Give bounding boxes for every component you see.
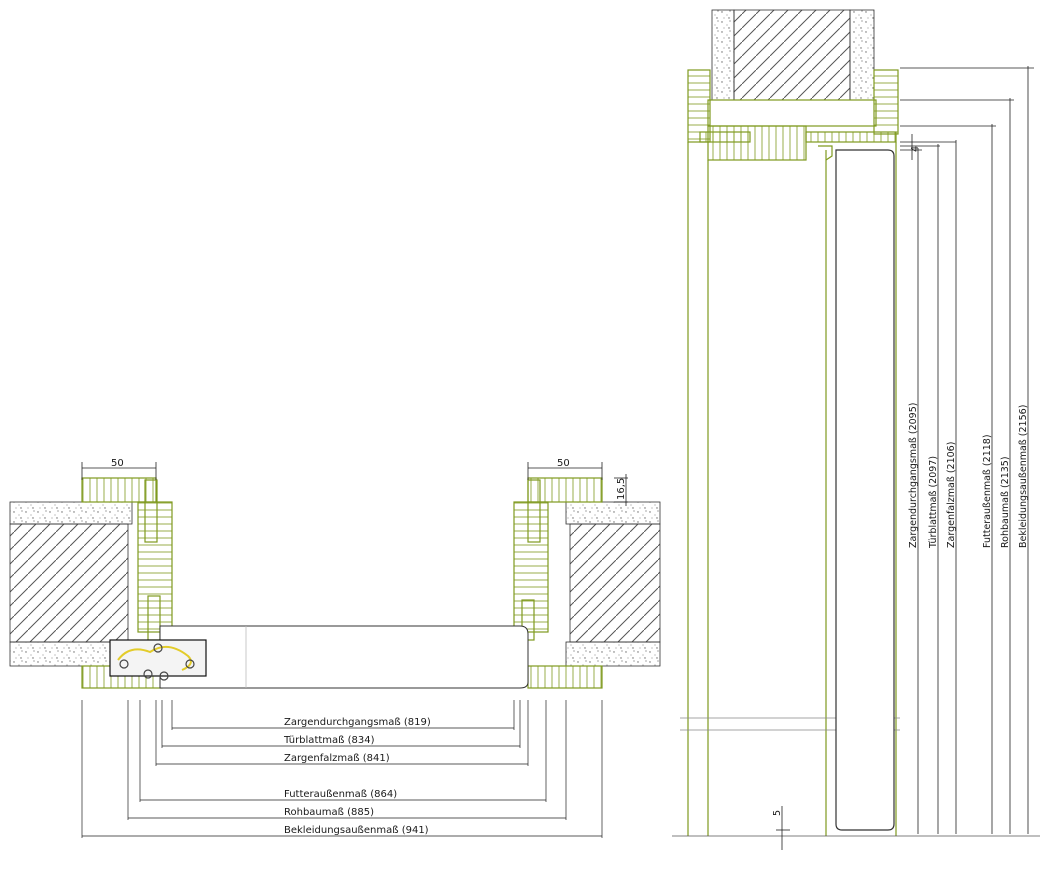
top-dim-left-label: 50 [111,458,124,469]
elev-dim-4: Futteraußenmaß (2118) [982,434,993,548]
plan-dim-6: Bekleidungsaußenmaß (941) [284,825,429,836]
left-wall [9,501,133,667]
dimension-lines [82,727,602,837]
head-frame [687,69,899,161]
right-frame [513,477,603,689]
elev-top-small-dim: 4 [910,146,921,152]
right-wall [565,501,661,667]
top-dimension-right [527,462,603,480]
hinge-detail [109,639,207,681]
elevation-view: Zargendurchgangsmaß (2095) Türblattmaß (… [672,9,1040,850]
door-leaf-elevation [835,149,895,831]
top-dimension-left [81,462,157,480]
elev-dim-2: Türblattmaß (2097) [928,456,939,549]
plan-dim-4: Futteraußenmaß (864) [284,789,397,800]
jamb-lines [687,142,897,836]
elev-dim-6: Bekleidungsaußenmaß (2156) [1018,405,1029,548]
plan-view: 50 50 16,5 [9,458,661,838]
elev-dim-3: Zargenfalzmaß (2106) [946,442,957,548]
plan-dim-5: Rohbaumaß (885) [284,807,374,818]
lintel-wall [711,9,875,101]
extension-lines [81,700,603,838]
elev-dim-5: Rohbaumaß (2135) [1000,456,1011,548]
elev-dim-1: Zargendurchgangsmaß (2095) [908,403,919,548]
side-dimension [614,474,628,506]
side-dim-label: 16,5 [616,478,627,500]
plan-dim-1: Zargendurchgangsmaß (819) [284,717,431,728]
plan-dim-3: Zargenfalzmaß (841) [284,753,390,764]
plan-dim-2: Türblattmaß (834) [283,735,375,746]
top-dim-right-label: 50 [557,458,570,469]
hinge-small [818,145,833,161]
door-leaf-plan [159,625,529,689]
elevation-dimension-lines [776,66,1034,850]
elev-bottom-dim: 5 [772,810,783,816]
